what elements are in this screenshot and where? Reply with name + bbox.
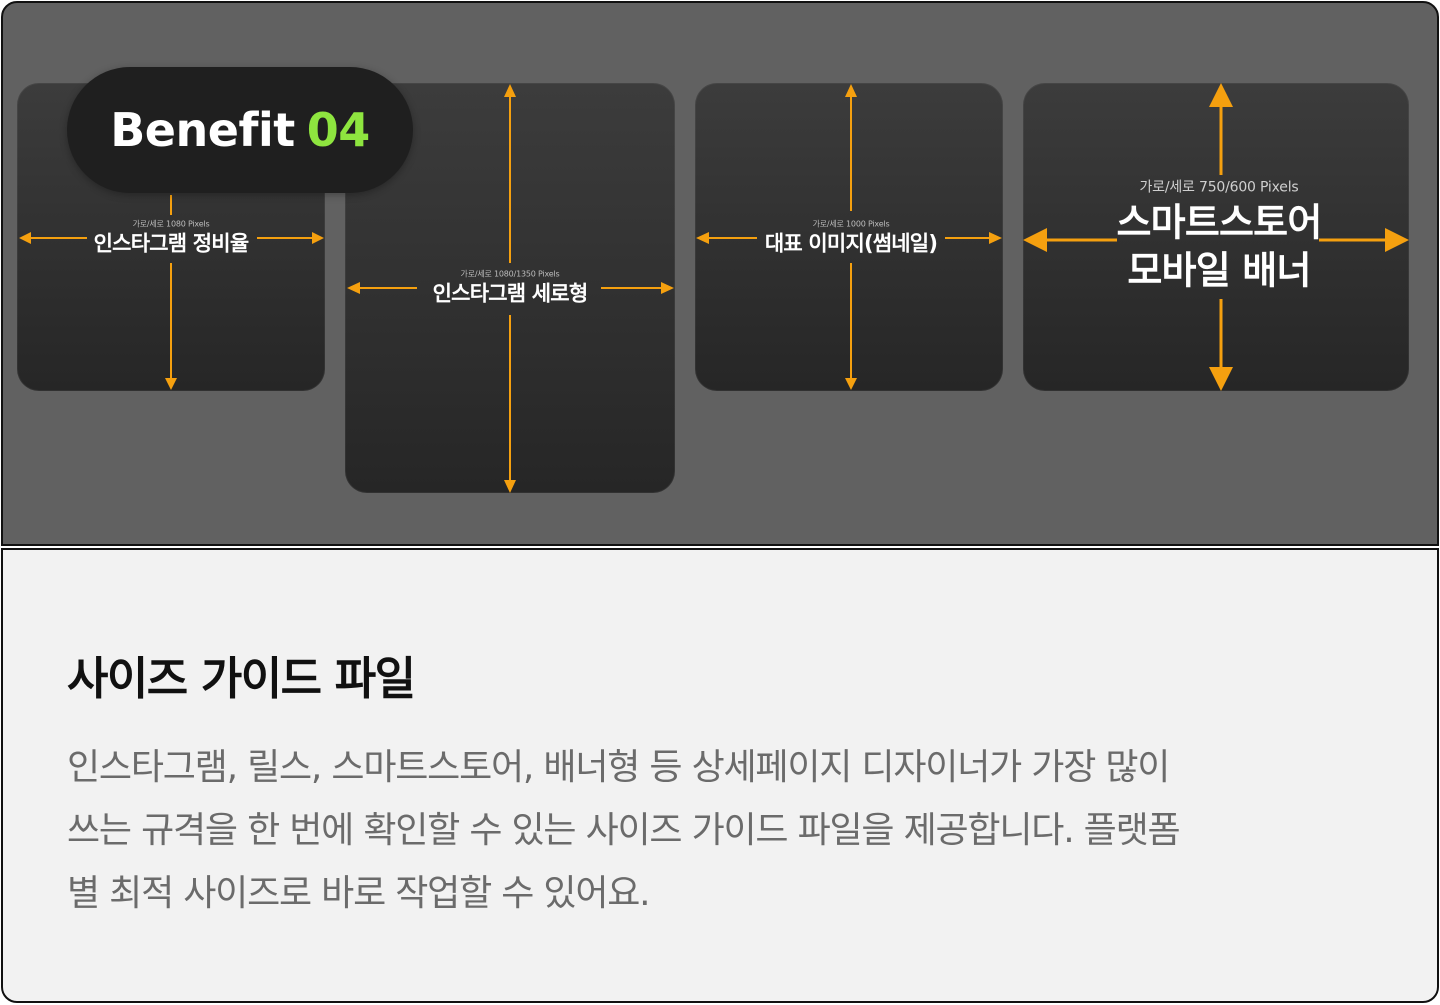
card-label: 가로/세로 750/600 Pixels 스마트스토어 모바일 배너	[1116, 179, 1323, 293]
card-size-text: 가로/세로 750/600 Pixels	[1139, 179, 1299, 196]
section-heading: 사이즈 가이드 파일	[67, 652, 416, 705]
card-title: 인스타그램 정비율	[93, 231, 249, 256]
section-body: 인스타그램, 릴스, 스마트스토어, 배너형 등 상세페이지 디자이너가 가장 …	[67, 736, 1357, 925]
dimension-arrows-icon	[347, 84, 674, 493]
dimension-arrows-icon	[19, 195, 324, 390]
benefit-badge: Benefit 04	[67, 67, 413, 193]
dimension-arrows-icon	[696, 84, 1002, 390]
badge-word: Benefit	[110, 103, 295, 157]
card-label: 가로/세로 1000 Pixels 대표 이미지(썸네일)	[764, 219, 938, 256]
card-smartstore-banner: 가로/세로 750/600 Pixels 스마트스토어 모바일 배너	[1023, 83, 1409, 391]
dimension-arrows-icon	[1023, 83, 1409, 391]
description-section: 사이즈 가이드 파일 인스타그램, 릴스, 스마트스토어, 배너형 등 상세페이…	[1, 548, 1439, 1003]
card-title-line-2: 모바일 배너	[1127, 248, 1311, 292]
body-line: 인스타그램, 릴스, 스마트스토어, 배너형 등 상세페이지 디자이너가 가장 …	[67, 747, 1170, 788]
card-size-text: 가로/세로 1080 Pixels	[132, 219, 210, 229]
size-guide-preview: 가로/세로 1080 Pixels 인스타그램 정비율 가로/세로	[1, 1, 1439, 546]
badge-number: 04	[306, 103, 371, 157]
body-line: 쓰는 규격을 한 번에 확인할 수 있는 사이즈 가이드 파일을 제공합니다. …	[67, 810, 1181, 851]
card-label: 가로/세로 1080/1350 Pixels 인스타그램 세로형	[433, 270, 588, 305]
body-line: 별 최적 사이즈로 바로 작업할 수 있어요.	[67, 873, 651, 914]
card-size-text: 가로/세로 1000 Pixels	[812, 219, 890, 229]
card-title-line-1: 스마트스토어	[1116, 200, 1323, 245]
card-label: 가로/세로 1080 Pixels 인스타그램 정비율	[94, 220, 249, 255]
card-title: 대표 이미지(썸네일)	[764, 231, 938, 256]
card-title: 인스타그램 세로형	[432, 281, 588, 306]
card-thumbnail: 가로/세로 1000 Pixels 대표 이미지(썸네일)	[695, 83, 1003, 391]
card-size-text: 가로/세로 1080/1350 Pixels	[460, 269, 560, 279]
